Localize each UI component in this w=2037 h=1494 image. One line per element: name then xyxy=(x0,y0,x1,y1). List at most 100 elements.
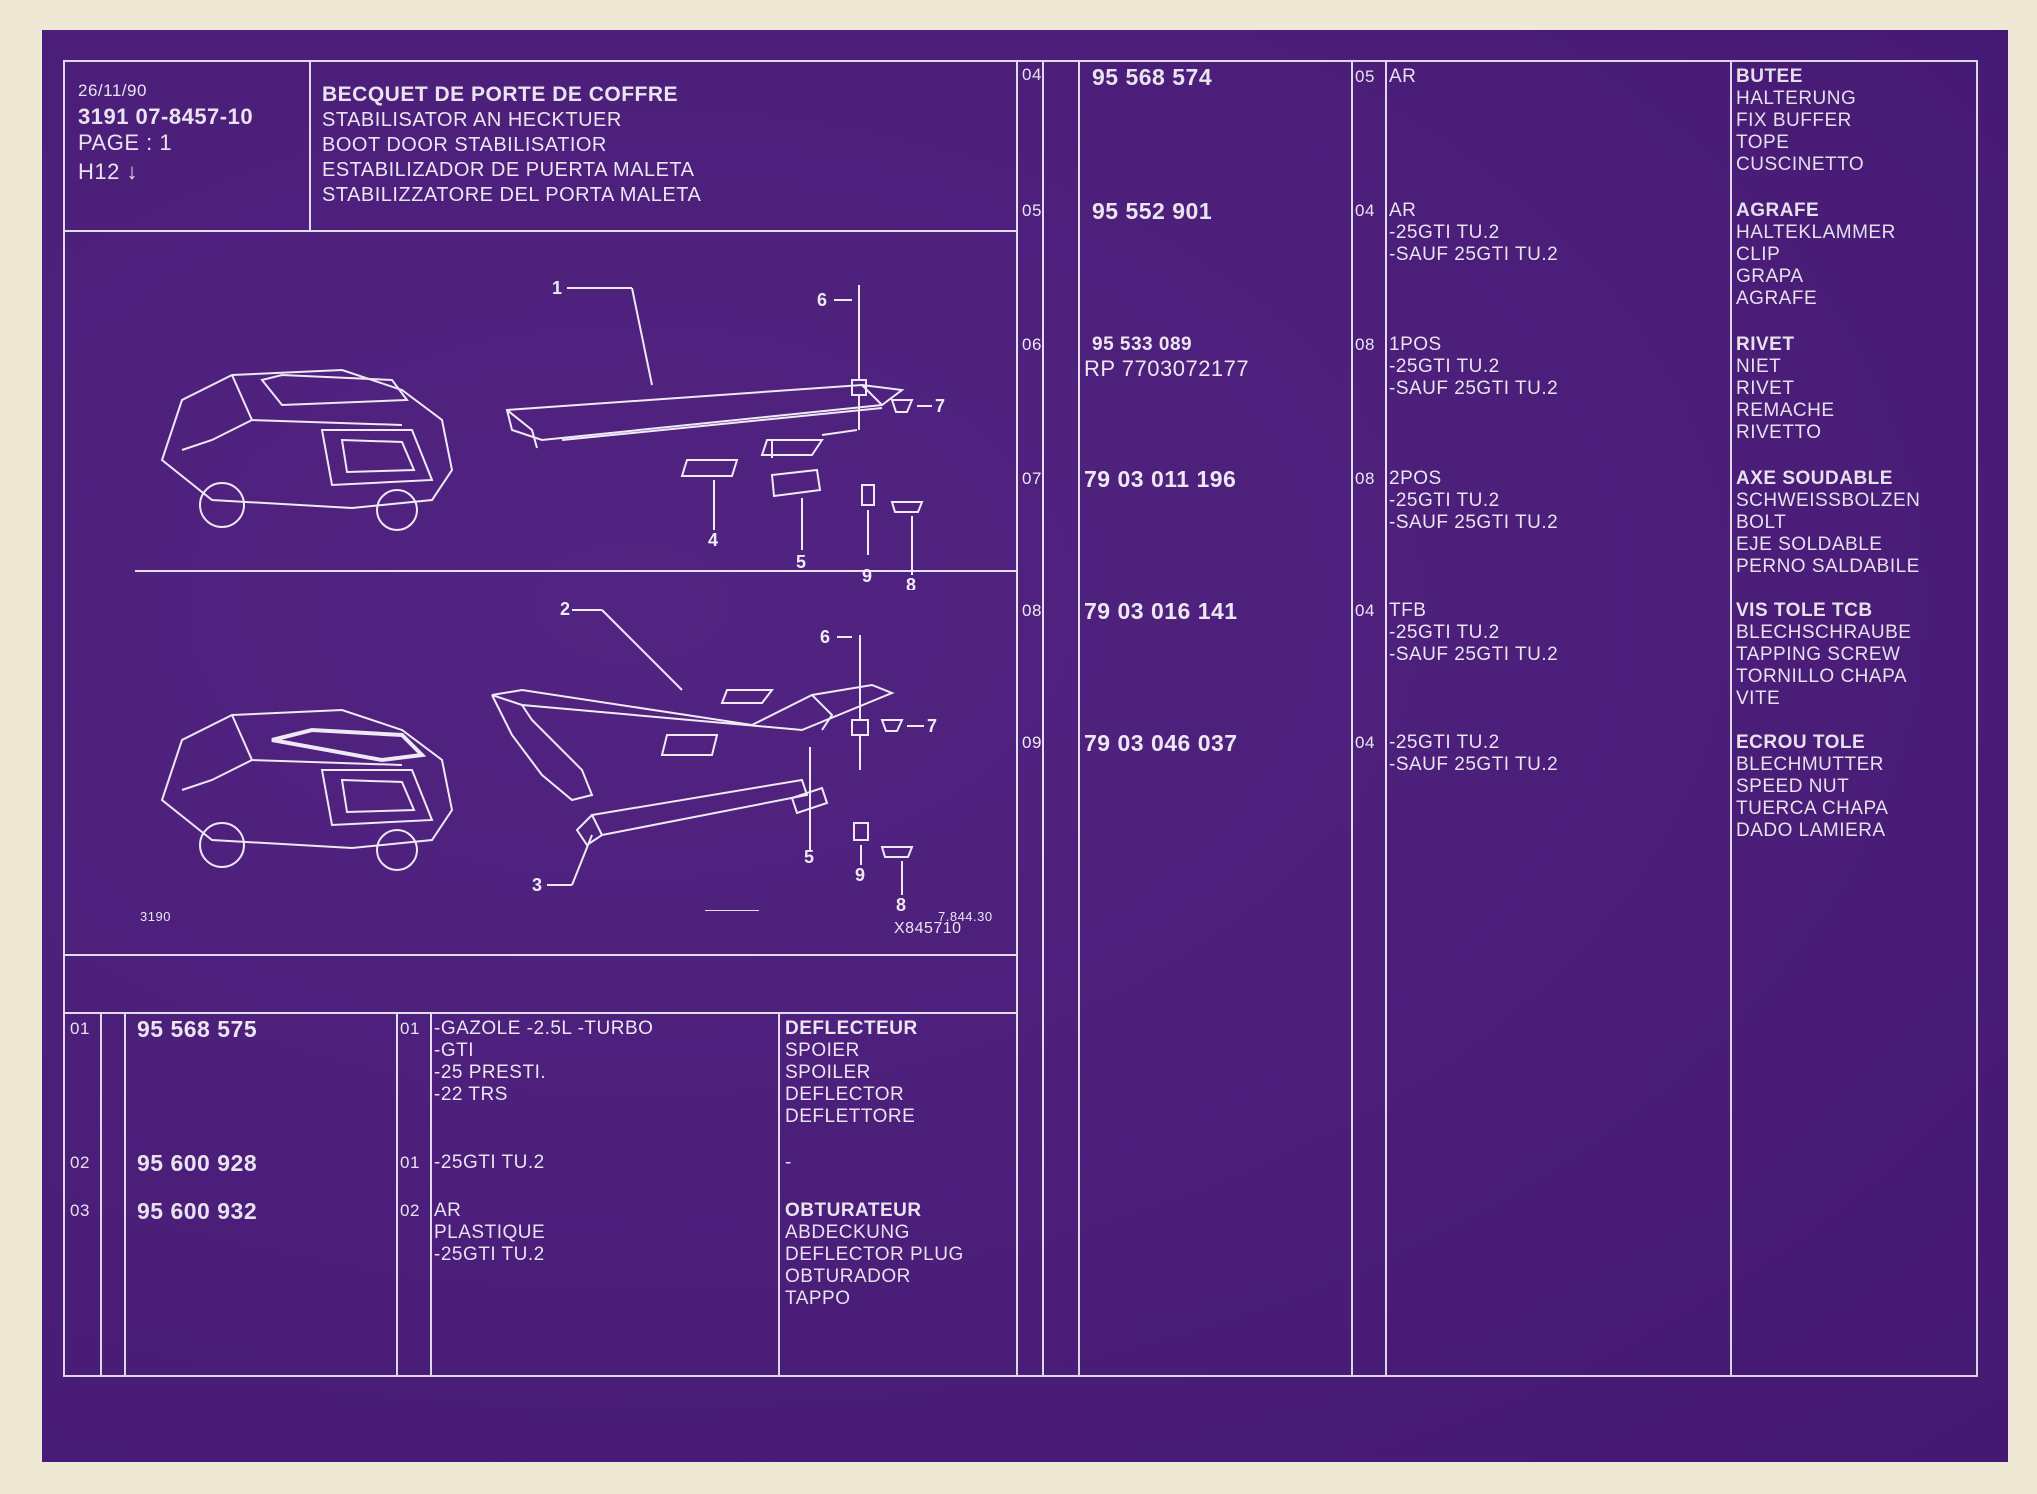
svg-text:6: 6 xyxy=(817,290,827,310)
note-line: -SAUF 25GTI TU.2 xyxy=(1389,644,1559,665)
row-number: 04 xyxy=(1022,65,1042,84)
frame-bottom xyxy=(63,1375,1978,1377)
quantity: 02 xyxy=(400,1201,420,1220)
desc-line: HALTEKLAMMER xyxy=(1736,222,1896,243)
note-line: PLASTIQUE xyxy=(434,1222,546,1243)
part-number: 95 552 901 xyxy=(1092,198,1213,224)
section-code: H12 ↓ xyxy=(78,159,138,184)
parts-sheet: 26/11/90 3191 07-8457-10 PAGE : 1 H12 ↓ … xyxy=(42,30,2008,1462)
desc-title: AGRAFE xyxy=(1736,200,1820,221)
desc-line: AGRAFE xyxy=(1736,288,1818,309)
note-line: -SAUF 25GTI TU.2 xyxy=(1389,378,1559,399)
note-line: -25GTI TU.2 xyxy=(434,1152,545,1173)
desc-line: RIVETTO xyxy=(1736,422,1822,443)
row-number: 01 xyxy=(70,1019,90,1038)
quantity: 08 xyxy=(1355,335,1375,354)
desc-line: EJE SOLDABLE xyxy=(1736,534,1883,555)
document-ref: 3191 07-8457-10 xyxy=(78,104,254,129)
header-bottom xyxy=(63,230,1018,232)
spoiler-top-drawing-icon: 1 6 7 4 5 9 8 xyxy=(505,280,945,590)
right-col-part xyxy=(1078,60,1080,1377)
note-line: 1POS xyxy=(1389,334,1442,355)
row-number: 06 xyxy=(1022,335,1042,354)
left-col-num xyxy=(100,1012,102,1377)
title-en: BOOT DOOR STABILISATIOR xyxy=(322,134,607,156)
left-col-qty-b xyxy=(430,1012,432,1377)
note-line: AR xyxy=(434,1200,462,1221)
desc-line: HALTERUNG xyxy=(1736,88,1857,109)
left-col-desc xyxy=(778,1012,780,1377)
part-number: 95 568 574 xyxy=(1092,64,1213,90)
svg-text:4: 4 xyxy=(708,530,718,550)
right-col-qty-b xyxy=(1385,60,1387,1377)
desc-line: FIX BUFFER xyxy=(1736,110,1852,131)
svg-text:7: 7 xyxy=(935,396,945,416)
right-col-qty-a xyxy=(1351,60,1353,1377)
row-number: 03 xyxy=(70,1201,90,1220)
desc-line: DEFLECTOR xyxy=(785,1084,905,1105)
note-line: -SAUF 25GTI TU.2 xyxy=(1389,244,1559,265)
note-line: -22 TRS xyxy=(434,1084,508,1105)
header-divider xyxy=(309,60,311,230)
spoiler-bottom-drawing-icon: 2 6 7 3 5 9 8 xyxy=(491,599,937,915)
quantity: 01 xyxy=(400,1153,420,1172)
note-line: -25GTI TU.2 xyxy=(1389,732,1500,753)
note-line: -25 PRESTI. xyxy=(434,1062,547,1083)
desc-line: PERNO SALDABILE xyxy=(1736,556,1920,577)
desc-line: CUSCINETTO xyxy=(1736,154,1865,175)
scale-mark xyxy=(705,910,759,911)
drawing-code-left: 3190 xyxy=(140,909,171,924)
desc-line: NIET xyxy=(1736,356,1782,377)
svg-text:3: 3 xyxy=(532,875,542,895)
replacement-part-number: RP 7703072177 xyxy=(1084,356,1250,381)
frame-right xyxy=(1976,60,1978,1377)
svg-text:9: 9 xyxy=(855,865,865,885)
svg-text:9: 9 xyxy=(862,566,872,586)
desc-line: SPOILER xyxy=(785,1062,871,1083)
desc-line: VITE xyxy=(1736,688,1781,709)
desc-line: DEFLETTORE xyxy=(785,1106,916,1127)
desc-line: REMACHE xyxy=(1736,400,1835,421)
note-line: AR xyxy=(1389,200,1417,221)
desc-title: AXE SOUDABLE xyxy=(1736,468,1893,489)
note-line: -GAZOLE -2.5L -TURBO xyxy=(434,1018,654,1039)
desc-line: CLIP xyxy=(1736,244,1781,265)
table-top xyxy=(63,1012,1018,1014)
svg-text:8: 8 xyxy=(906,575,916,590)
desc-line: DADO LAMIERA xyxy=(1736,820,1886,841)
part-number: 95 600 932 xyxy=(137,1198,258,1224)
drawing-code-right-2: X845710 xyxy=(894,920,962,937)
title-fr: BECQUET DE PORTE DE COFFRE xyxy=(322,83,679,106)
desc-line: GRAPA xyxy=(1736,266,1804,287)
note-line: TFB xyxy=(1389,600,1427,621)
drawing-bottom xyxy=(63,954,1018,956)
svg-text:8: 8 xyxy=(896,895,906,915)
desc-line: OBTURADOR xyxy=(785,1266,911,1287)
desc-line: TORNILLO CHAPA xyxy=(1736,666,1908,687)
drawing-separator xyxy=(135,570,1018,572)
desc-title: DEFLECTEUR xyxy=(785,1018,918,1039)
note-line: -25GTI TU.2 xyxy=(1389,490,1500,511)
svg-text:2: 2 xyxy=(560,599,570,619)
left-col-part xyxy=(124,1012,126,1377)
quantity: 04 xyxy=(1355,201,1375,220)
desc-title: BUTEE xyxy=(1736,66,1803,87)
desc-line: TAPPO xyxy=(785,1288,851,1309)
note-line: -GTI xyxy=(434,1040,474,1061)
title-es: ESTABILIZADOR DE PUERTA MALETA xyxy=(322,159,695,181)
part-number: 79 03 046 037 xyxy=(1084,730,1238,756)
svg-text:1: 1 xyxy=(552,280,562,298)
desc-line: BLECHMUTTER xyxy=(1736,754,1885,775)
note-line: 2POS xyxy=(1389,468,1442,489)
center-divider-a xyxy=(1016,60,1018,1377)
svg-text:7: 7 xyxy=(927,716,937,736)
note-line: -25GTI TU.2 xyxy=(1389,356,1500,377)
svg-text:5: 5 xyxy=(804,847,814,867)
car-bottom-drawing-icon xyxy=(160,708,454,871)
desc-line: BOLT xyxy=(1736,512,1787,533)
desc-line: TOPE xyxy=(1736,132,1790,153)
desc-line: SPOIER xyxy=(785,1040,860,1061)
note-line: -SAUF 25GTI TU.2 xyxy=(1389,754,1559,775)
drawing-code-right-1: 7.844.30 xyxy=(938,909,993,924)
row-number: 08 xyxy=(1022,601,1042,620)
